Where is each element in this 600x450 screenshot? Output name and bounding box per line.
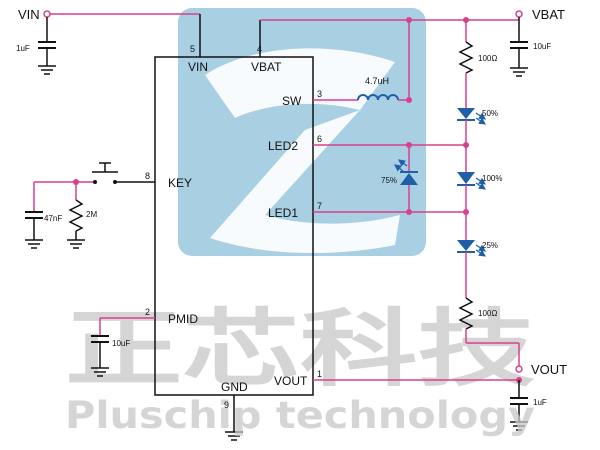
watermark-logo [178, 8, 426, 256]
pin-name-led2: LED2 [268, 139, 298, 153]
led-100-value: 100% [482, 174, 502, 183]
c-pmid-capacitor [91, 335, 109, 377]
pin-num-vout: 1 [317, 369, 322, 379]
pin-name-key: KEY [168, 176, 192, 190]
led-50 [457, 108, 486, 125]
c-vbat-capacitor [510, 41, 528, 77]
pin-num-vbat: 4 [257, 44, 262, 54]
sw-net [313, 94, 412, 103]
pin-num-key: 8 [145, 171, 150, 181]
c-pmid-value: 10uF [112, 339, 130, 348]
r-key-resistor [68, 199, 84, 232]
c-key-capacitor [25, 211, 43, 249]
pin-name-vbat: VBAT [251, 60, 282, 74]
r-top-value: 100Ω [478, 54, 497, 63]
c-vout-value: 1uF [533, 398, 547, 407]
led-pins-net [313, 142, 466, 215]
pin-name-sw: SW [282, 94, 302, 108]
c-vin-value: 1uF [16, 44, 30, 53]
pin-name-led1: LED1 [268, 206, 298, 220]
pin-num-led1: 7 [317, 201, 322, 211]
r-bottom-resistor [458, 297, 474, 330]
pin-name-gnd: GND [221, 380, 248, 394]
watermark-chinese: 正芯科技 [65, 300, 535, 398]
gnd-net [225, 395, 243, 441]
pmid-net [91, 317, 155, 377]
c-key-value: 47nF [44, 214, 62, 223]
vout-net [313, 343, 528, 431]
key-net [25, 162, 155, 249]
r-top-resistor [458, 41, 474, 74]
pin-num-pmid: 2 [145, 307, 150, 317]
c-vout-capacitor [510, 397, 528, 431]
pin-name-pmid: PMID [168, 312, 198, 326]
vin-terminal [43, 10, 51, 18]
pin-name-vin: VIN [188, 60, 208, 74]
led-25 [457, 240, 486, 257]
led-25-value: 25% [482, 241, 498, 250]
pin-num-gnd: 9 [224, 400, 229, 410]
vbat-net [259, 10, 523, 100]
pin-num-led2: 6 [317, 134, 322, 144]
vbat-label: VBAT [532, 7, 565, 22]
led-50-value: 50% [482, 109, 498, 118]
vin-label: VIN [18, 7, 40, 22]
pin-num-vin: 5 [190, 44, 195, 54]
led-75 [394, 159, 418, 185]
vin-net [43, 10, 201, 57]
push-button-switch [92, 162, 118, 184]
inductor-value: 4.7uH [365, 76, 389, 86]
led-75-value: 75% [381, 176, 397, 185]
inductor [357, 94, 399, 101]
vbat-terminal [515, 10, 523, 18]
pin-num-sw: 3 [317, 89, 322, 99]
r-key-value: 2M [86, 210, 97, 219]
r-bottom-value: 100Ω [478, 309, 497, 318]
pin-name-vout: VOUT [274, 374, 308, 388]
led-100 [457, 172, 486, 190]
c-vbat-value: 10uF [533, 42, 551, 51]
watermark-english: Pluschip technology [65, 394, 535, 437]
vout-label: VOUT [531, 362, 567, 377]
c-vin-capacitor [38, 41, 56, 75]
